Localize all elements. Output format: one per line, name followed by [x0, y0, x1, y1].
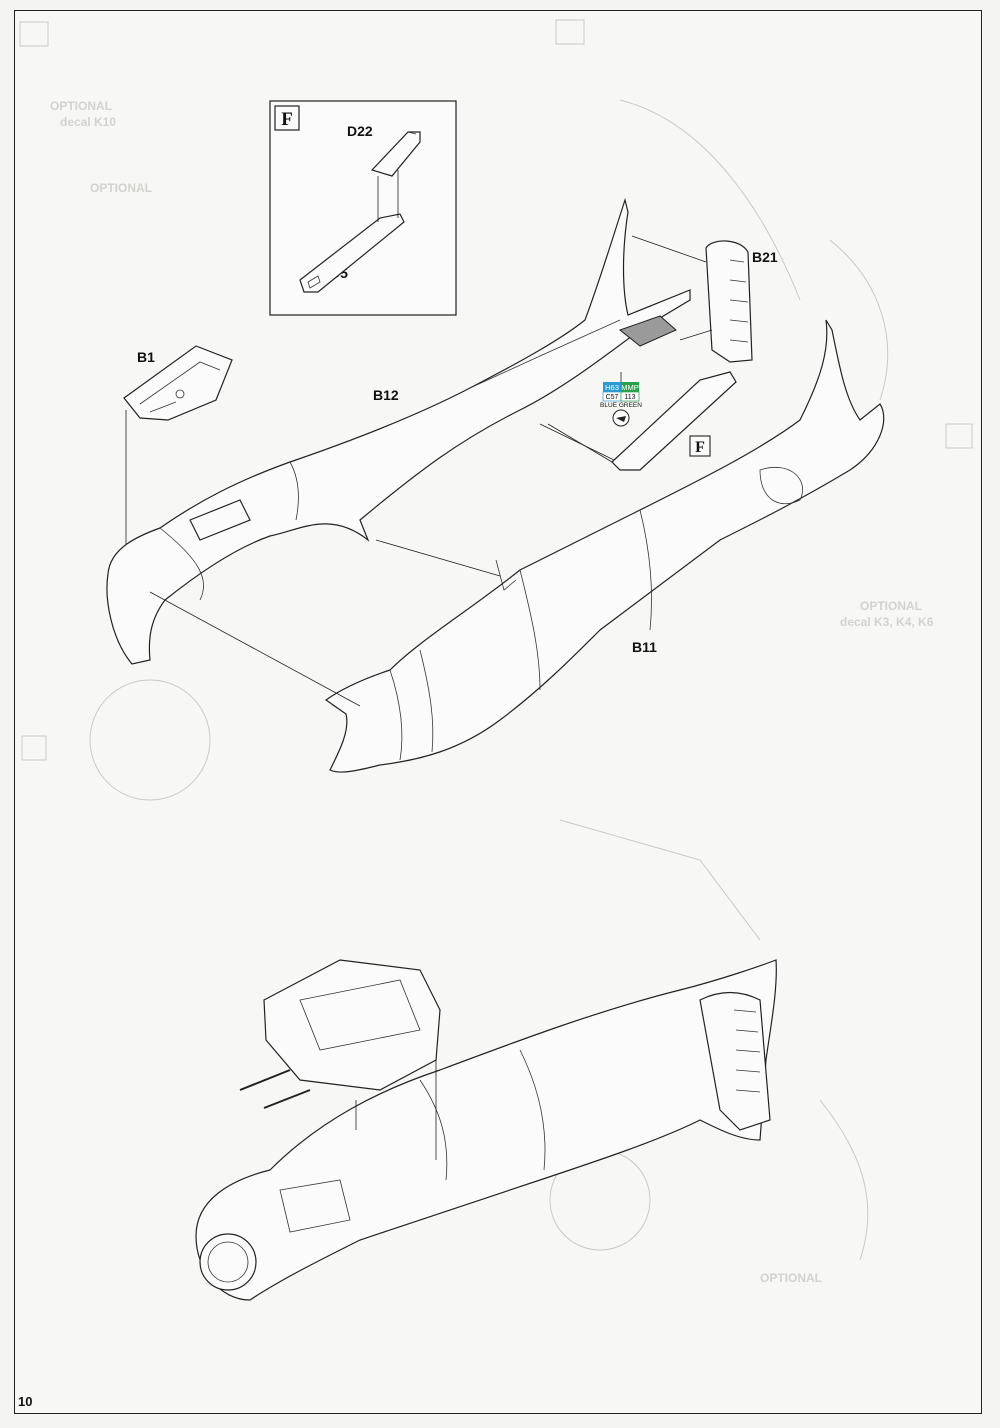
part-label-b21: B21 [752, 249, 778, 265]
svg-text:decal K10: decal K10 [60, 115, 116, 129]
part-label-b11: B11 [632, 639, 657, 655]
part-label-b12: B12 [373, 387, 399, 403]
svg-text:OPTIONAL: OPTIONAL [860, 599, 922, 613]
assembly-guides [149, 423, 613, 707]
svg-text:OPTIONAL: OPTIONAL [760, 1271, 822, 1285]
bleed-through-ghost: OPTIONAL decal K10 OPTIONAL OPTIONAL dec… [19, 19, 973, 1285]
svg-text:OPTIONAL: OPTIONAL [50, 99, 112, 113]
step-letter-frame [274, 105, 300, 131]
part-b11: B11 [324, 319, 885, 773]
part-d22 [370, 131, 421, 177]
paint-code-113: 113 [624, 394, 635, 401]
part-b21: B21 [631, 235, 778, 363]
part-b12: B12 [106, 197, 691, 665]
sub-assembly-ref-frame [689, 435, 711, 457]
part-label-b1: B1 [137, 349, 155, 365]
sub-step-f-box: F D22 D5 [269, 100, 457, 316]
paint-color-name: BLUE GREEN [600, 402, 642, 409]
paint-code-box-h63 [603, 382, 621, 392]
cockpit-frame [263, 959, 441, 1091]
part-d5-placement: F [539, 371, 737, 471]
page-number: 10 [18, 1394, 33, 1409]
part-label-d22: D22 [347, 123, 373, 139]
paint-code-h63: H63 [605, 383, 619, 392]
sub-assembly-ref: F [695, 439, 705, 456]
paint-code-box-mmp [621, 382, 639, 392]
part-b1: B1 [123, 345, 233, 560]
svg-text:decal K3, K4, K6: decal K3, K4, K6 [840, 615, 934, 629]
shaded-paint-area [618, 315, 677, 347]
part-d5 [299, 213, 405, 293]
paint-code-mmp: MMP [621, 383, 639, 392]
paint-code-c57: C57 [606, 394, 619, 401]
svg-text:OPTIONAL: OPTIONAL [90, 181, 152, 195]
gun-barrels [239, 1069, 311, 1109]
completed-assembly [195, 959, 777, 1301]
paint-callout: H63 MMP C57 113 BLUE GREEN [600, 372, 642, 427]
step-letter: F [281, 109, 293, 130]
